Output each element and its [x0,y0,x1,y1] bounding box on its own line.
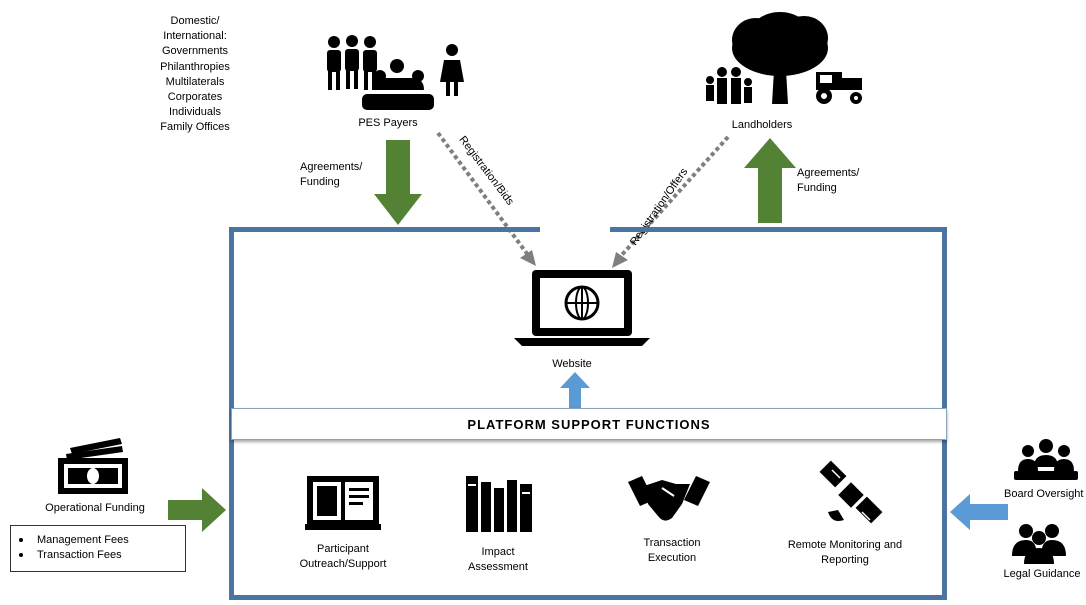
people-group-icon [327,35,464,110]
oversight-arrow [950,494,1008,530]
fee-item-label: Management Fees [37,533,129,546]
payer-list-line: Domestic/ [170,15,220,27]
operational-funding-arrow [168,488,226,532]
payer-list-line: Family Offices [160,121,230,134]
payer-list-line: Governments [161,45,229,58]
transaction-label-line: Transaction [643,537,701,549]
legal-guidance-icon [1012,524,1066,564]
platform-support-title: PLATFORM SUPPORT FUNCTIONS [467,416,711,432]
satellite-icon [819,460,883,524]
payer-list-line: International: [163,30,227,43]
landholders-label: Landholders [731,119,793,131]
landholder-funding-label: Agreements/ Funding [797,166,859,196]
transaction-label: Transaction Execution [632,536,712,566]
monitoring-label-line: Remote Monitoring and [787,539,903,551]
impact-label-line: Assessment [468,561,528,573]
transaction-label-line: Execution [647,552,697,564]
operational-funding-label: Operational Funding [45,502,145,514]
bullet [19,552,23,557]
outreach-label-line: Outreach/Support [299,558,387,570]
platform-support-functions-bar: PLATFORM SUPPORT FUNCTIONS [231,408,947,440]
impact-label: Impact Assessment [458,545,538,575]
payer-funding-arrow [374,140,422,225]
handshake-icon [628,476,710,521]
outreach-label-line: Participant [317,543,369,555]
laptop-globe-icon [514,270,650,346]
outreach-label: Participant Outreach/Support [293,542,393,572]
frame-gap [540,226,610,233]
legal-guidance-label: Legal Guidance [1003,568,1081,580]
board-oversight-icon [1014,439,1078,480]
fee-item: Transaction Fees [19,547,185,562]
books-icon [466,476,532,532]
support-to-website-arrow [560,372,590,410]
landholder-funding-line: Funding [797,182,837,194]
payer-list-line: Individuals [169,106,221,119]
payer-list-line: Multilaterals [165,75,225,88]
payer-list-line: Corporates [167,91,223,104]
payer-funding-line: Funding [300,176,340,188]
pes-payers-label: PES Payers [358,117,418,129]
monitoring-label-line: Reporting [821,554,869,566]
fee-item-label: Transaction Fees [37,548,122,561]
fees-box: Management Fees Transaction Fees [10,525,186,572]
open-book-icon [305,476,381,530]
payer-list: Domestic/ International: Governments Phi… [150,14,240,136]
bullet [19,537,23,542]
payer-funding-line: Agreements/ [300,161,363,173]
landholder-funding-line: Agreements/ [797,167,860,179]
board-oversight-label: Board Oversight [1004,488,1084,500]
fee-item: Management Fees [19,532,185,547]
website-label: Website [552,358,592,370]
payer-list-line: Philanthropies [160,60,230,73]
money-icon [58,438,128,494]
landholder-funding-arrow [744,138,796,223]
impact-label-line: Impact [481,546,515,558]
monitoring-label: Remote Monitoring and Reporting [780,538,910,568]
tree-family-tractor-icon [706,12,862,104]
payer-funding-label: Agreements/ Funding [300,160,362,190]
